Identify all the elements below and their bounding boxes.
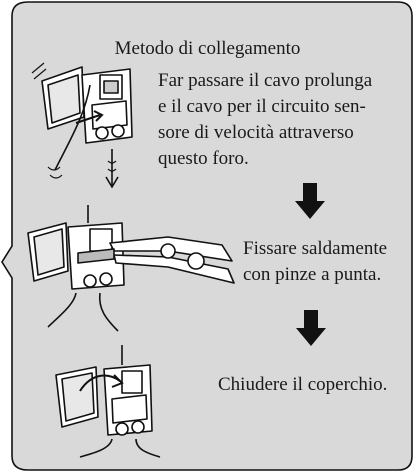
step-2-line-1: Fissare saldamente <box>243 238 388 259</box>
step-1-line-3: sore di velocità attraverso <box>158 122 354 143</box>
step-3-line-1: Chiudere il coperchio. <box>218 374 388 395</box>
step-2-line-2: con pinze a punta. <box>243 264 382 285</box>
connector-insert-illustration <box>31 62 133 189</box>
diagram-title: Metodo di collegamento <box>114 38 301 59</box>
step-3-text: Chiudere il coperchio. <box>218 372 413 398</box>
step-1-line-4: questo foro. <box>158 148 249 169</box>
close-cover-illustration <box>55 345 161 458</box>
down-arrow-icon <box>296 310 326 346</box>
step-2-text: Fissare saldamente con pinze a punta. <box>243 236 413 288</box>
down-arrow-icon <box>295 183 325 219</box>
step-1-line-1: Far passare il cavo prolunga <box>158 70 373 91</box>
step-1-text: Far passare il cavo prolunga e il cavo p… <box>158 68 408 172</box>
pliers-crimp-illustration <box>27 205 235 332</box>
step-1-line-2: e il cavo per il circuito sen- <box>158 96 366 117</box>
